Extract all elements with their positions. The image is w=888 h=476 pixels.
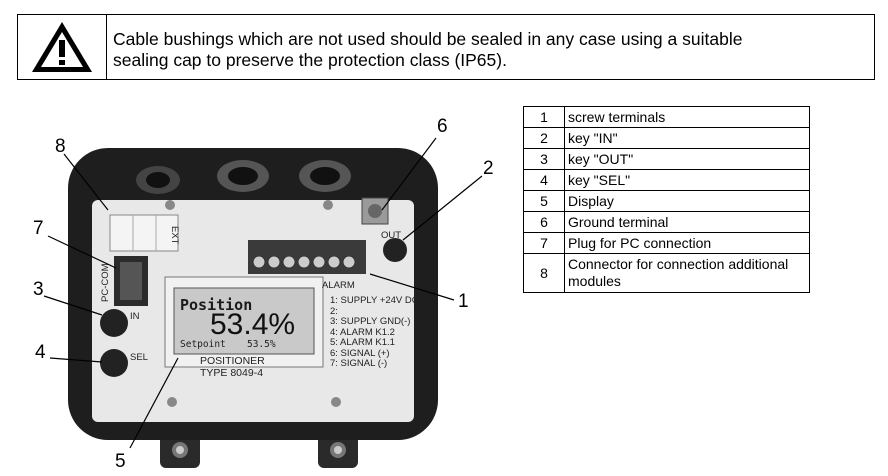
warning-text: Cable bushings which are not used should… [107, 15, 742, 79]
display-title: Position [180, 296, 253, 314]
legend-desc: key "OUT" [564, 148, 810, 170]
legend-table: 1 screw terminals 2 key "IN" 3 key "OUT"… [523, 106, 810, 293]
callout-6: 6 [437, 116, 448, 137]
legend-num: 2 [523, 127, 565, 149]
warning-line-2: sealing cap to preserve the protection c… [113, 50, 507, 70]
legend-desc-line-2: modules [568, 273, 621, 289]
legend-row: 3 key "OUT" [523, 148, 810, 170]
device-illustration [43, 137, 483, 468]
callout-3: 3 [33, 279, 44, 300]
model-line-1: POSITIONER [200, 355, 265, 367]
legend-num: 6 [523, 211, 565, 233]
legend-num: 1 [523, 106, 565, 128]
alarm-label: ALARM [322, 280, 355, 291]
legend-row: 2 key "IN" [523, 127, 810, 149]
legend-row: 7 Plug for PC connection [523, 232, 810, 254]
ext-label: EXT [169, 226, 180, 245]
legend-num: 8 [523, 253, 565, 293]
terminal-1: 1: SUPPLY +24V DC [330, 295, 419, 306]
warning-box: Cable bushings which are not used should… [17, 14, 875, 80]
legend-row: 4 key "SEL" [523, 169, 810, 191]
model-line-2: TYPE 8049-4 [200, 367, 264, 379]
callout-4: 4 [35, 342, 46, 363]
legend-num: 5 [523, 190, 565, 212]
legend-desc: Connector for connection additional modu… [564, 253, 810, 293]
legend-row: 8 Connector for connection additional mo… [523, 253, 810, 293]
legend-desc: key "IN" [564, 127, 810, 149]
display-setpoint-label: Setpoint [180, 339, 226, 350]
terminal-2: 2: [330, 305, 338, 317]
legend-desc: screw terminals [564, 106, 810, 128]
display-setpoint-value: 53.5% [247, 339, 276, 350]
callout-7: 7 [33, 218, 44, 239]
terminal-3: 3: SUPPLY GND(-) [330, 316, 411, 327]
legend-desc-line-1: Connector for connection additional [568, 256, 789, 272]
legend-row: 6 Ground terminal [523, 211, 810, 233]
sel-label: SEL [130, 352, 148, 363]
terminal-7: 7: SIGNAL (-) [330, 358, 388, 369]
legend-row: 1 screw terminals [523, 106, 810, 128]
warning-line-1: Cable bushings which are not used should… [113, 29, 743, 49]
terminal-5: 5: ALARM K1.1 [330, 337, 395, 348]
legend-num: 3 [523, 148, 565, 170]
callout-2: 2 [483, 158, 494, 179]
legend-num: 4 [523, 169, 565, 191]
terminal-assignment-list: 1: SUPPLY +24V DC 2: 3: SUPPLY GND(-) 4:… [330, 295, 419, 370]
legend-row: 5 Display [523, 190, 810, 212]
legend-desc: Plug for PC connection [564, 232, 810, 254]
warning-icon-cell [18, 15, 107, 79]
callout-8: 8 [55, 136, 66, 157]
callout-1: 1 [458, 291, 469, 312]
out-label: OUT [381, 230, 402, 241]
pc-com-label: PC-COM [100, 263, 111, 302]
warning-triangle-icon [32, 22, 92, 72]
legend-desc: key "SEL" [564, 169, 810, 191]
in-label: IN [130, 311, 140, 322]
callout-5: 5 [115, 451, 126, 472]
display-value: 53.4% [210, 308, 296, 341]
terminal-4: 4: ALARM K1.2 [330, 326, 395, 338]
terminal-6: 6: SIGNAL (+) [330, 347, 390, 359]
legend-desc: Ground terminal [564, 211, 810, 233]
legend-desc: Display [564, 190, 810, 212]
device-figure: 8 6 2 7 3 1 4 5 EXT OUT PC-COM ALARM IN … [0, 90, 520, 476]
legend-num: 7 [523, 232, 565, 254]
